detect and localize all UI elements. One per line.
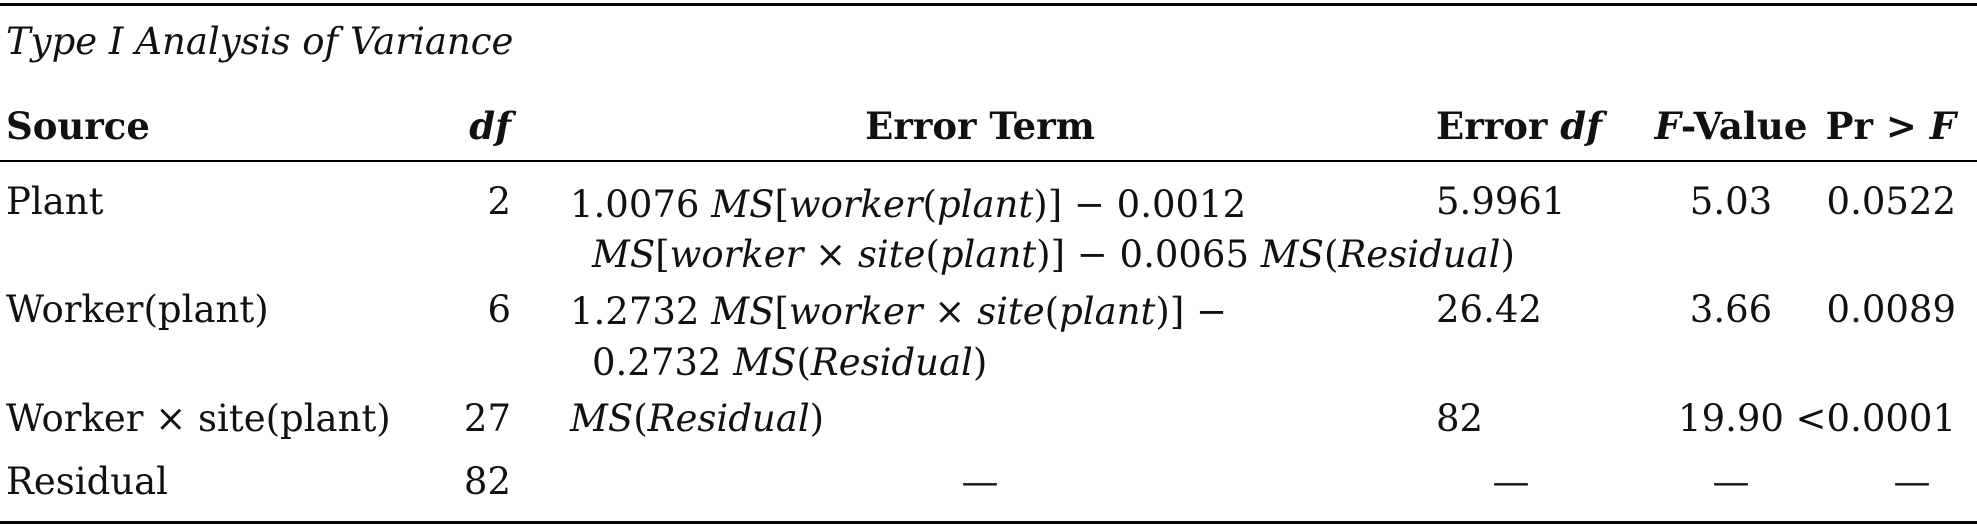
table-bottom-rule	[0, 521, 1977, 524]
header-error-term: Error Term	[865, 104, 1095, 148]
row-plant-error-line2: MS[worker × site(plant)] − 0.0065 MS(Res…	[592, 233, 1515, 276]
header-rule	[0, 160, 1977, 162]
row-plant-pr: 0.0522	[1826, 180, 1956, 223]
row-residual-error-term: —	[961, 460, 999, 503]
row-residual-pr: —	[1893, 460, 1931, 503]
row-plant-source: Plant	[6, 180, 104, 223]
row-plant-error-line1: 1.0076 MS[worker(plant)] − 0.0012	[570, 183, 1247, 226]
row-worker-site-df: 27	[463, 397, 511, 440]
row-worker-site-pr: <0.0001	[1795, 397, 1956, 440]
row-worker-plant-error-df: 26.42	[1436, 288, 1542, 331]
row-worker-plant-df: 6	[487, 288, 511, 331]
header-f-value: F-Value	[1654, 104, 1808, 148]
header-error-df: Error df	[1436, 104, 1603, 148]
header-pr-f: Pr > F	[1825, 104, 1956, 148]
table-top-rule	[0, 3, 1977, 6]
row-worker-site-error-term: MS(Residual)	[570, 397, 825, 440]
row-worker-plant-error-line1: 1.2732 MS[worker × site(plant)] −	[570, 290, 1228, 333]
row-worker-plant-source: Worker(plant)	[6, 288, 269, 331]
row-worker-site-f-value: 19.90	[1678, 397, 1784, 440]
header-source: Source	[6, 104, 150, 148]
row-residual-source: Residual	[6, 460, 168, 503]
row-plant-df: 2	[487, 180, 511, 223]
row-residual-df: 82	[463, 460, 511, 503]
row-residual-error-df: —	[1492, 460, 1530, 503]
header-df: df	[469, 104, 511, 148]
row-worker-plant-pr: 0.0089	[1826, 288, 1956, 331]
row-worker-plant-f-value: 3.66	[1689, 288, 1773, 331]
row-plant-error-df: 5.9961	[1436, 180, 1566, 223]
row-worker-site-source: Worker × site(plant)	[6, 397, 391, 440]
table-caption: Type I Analysis of Variance	[6, 20, 514, 63]
row-plant-f-value: 5.03	[1689, 180, 1773, 223]
row-residual-f-value: —	[1712, 460, 1750, 503]
row-worker-site-error-df: 82	[1436, 397, 1484, 440]
row-worker-plant-error-line2: 0.2732 MS(Residual)	[592, 341, 988, 384]
